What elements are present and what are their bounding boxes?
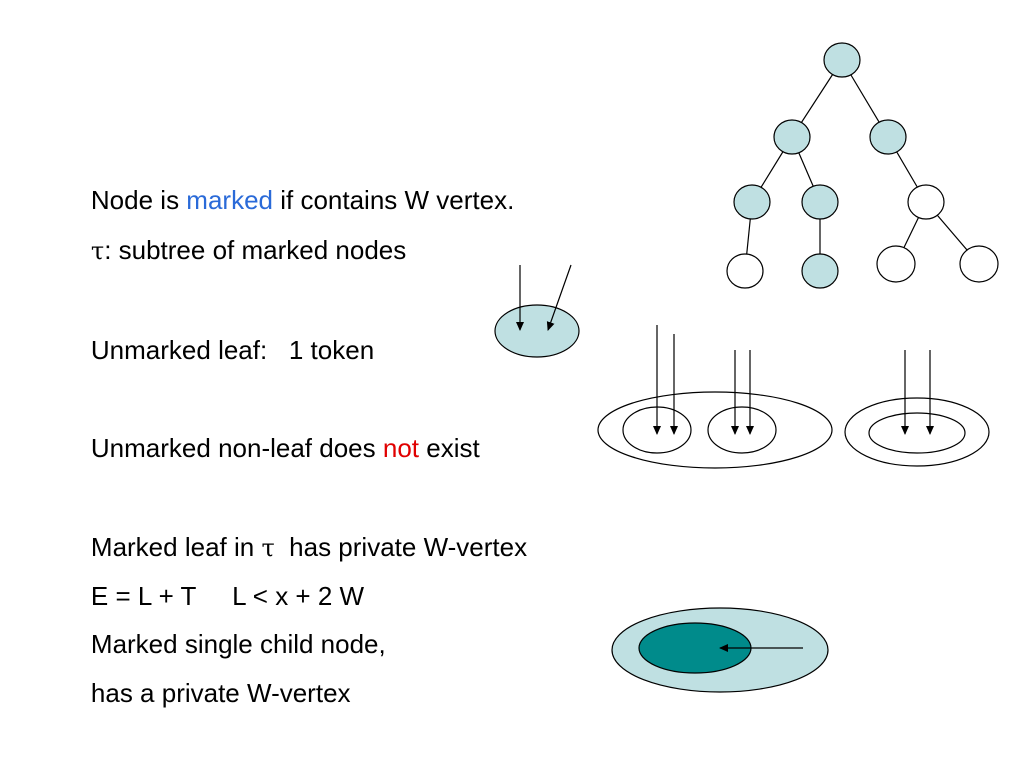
text-segment: if contains W vertex. (273, 185, 515, 215)
text-segment: Unmarked non-leaf does (90, 433, 383, 463)
tree-node-marked (823, 42, 861, 78)
outer-node-ellipse (844, 397, 990, 467)
tau-symbol: τ (261, 534, 275, 562)
tree-node-marked (733, 184, 771, 220)
nonleaf-one-child-illustration (844, 350, 990, 467)
not-keyword: not (382, 433, 420, 463)
tree-node-marked (801, 253, 839, 289)
text-line-unmarked-leaf: Unmarked leaf: 1 token (62, 305, 374, 395)
tau-symbol: τ (90, 237, 105, 265)
text-segment: Unmarked leaf: 1 token (90, 335, 375, 365)
leaf-node-ellipse (494, 304, 580, 358)
tree-nodes (726, 42, 999, 289)
text-segment: : subtree of marked nodes (104, 235, 407, 265)
unmarked-leaf-illustration (494, 264, 580, 358)
text-segment: Marked leaf in (90, 532, 262, 562)
text-line-tau-definition: τ: subtree of marked nodes (62, 205, 406, 296)
token-arrow (546, 264, 572, 331)
equation: E = L + T L < x + 2 W (90, 581, 365, 611)
inner-node-ellipse (868, 412, 966, 454)
text-segment: Marked single child node, (90, 629, 386, 659)
tree-node-unmarked (876, 245, 916, 283)
marked-single-child-illustration (611, 607, 829, 693)
text-segment: exist (419, 433, 480, 463)
text-line-marked-leaf: Marked leaf in τ has private W-vertex (62, 502, 527, 593)
inner-node-ellipse (707, 406, 777, 454)
text-line-single-child: Marked single child node, (62, 599, 386, 689)
text-line-private-vertex: has a private W-vertex (62, 648, 351, 738)
tree-node-unmarked (959, 245, 999, 283)
text-segment: has private W-vertex (274, 532, 528, 562)
tree-node-unmarked (907, 184, 945, 220)
tree-edges (744, 59, 980, 272)
text-segment: has a private W-vertex (90, 678, 351, 708)
tree-node-marked (773, 119, 811, 155)
tree-node-marked (801, 184, 839, 220)
text-line-equation: E = L + T L < x + 2 W (62, 551, 364, 641)
text-segment: Node is (90, 185, 187, 215)
marked-keyword: marked (186, 185, 273, 215)
nonleaf-two-children-illustration (597, 325, 833, 469)
outer-node-ellipse (597, 391, 833, 469)
tree-node-marked (869, 119, 907, 155)
tree-node-unmarked (726, 253, 764, 289)
text-line-unmarked-nonleaf: Unmarked non-leaf does not exist (62, 403, 480, 493)
text-line-marked-definition: Node is marked if contains W vertex. (62, 155, 514, 245)
